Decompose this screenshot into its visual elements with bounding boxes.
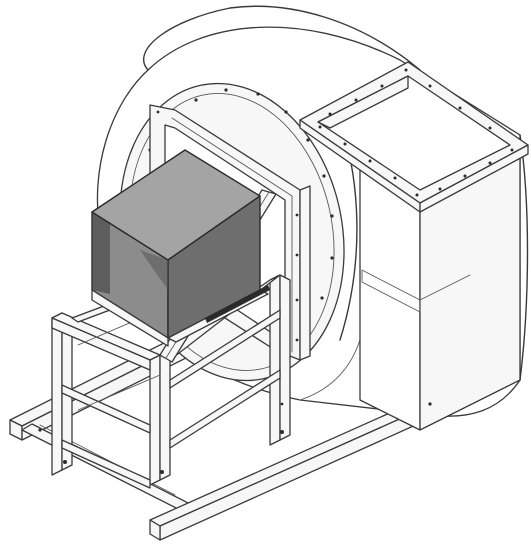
post-rear-side [279, 274, 291, 441]
outlet-groove-side [419, 274, 471, 301]
inlet-box [91, 149, 270, 347]
outlet-flange-edge-side [419, 144, 529, 213]
inlet-frame-line-top [171, 117, 293, 197]
rail-low-right [169, 369, 281, 449]
inlet-frame-bolts [156, 110, 299, 406]
rail-top-left-side [51, 317, 151, 371]
rail-inner-line-2 [77, 374, 161, 411]
outlet-flange-bolts [318, 68, 514, 197]
inlet-box-shade-detail [140, 250, 168, 290]
post-rear-front [269, 274, 281, 446]
foot-pad-bolts [38, 402, 432, 474]
outlet-flange-inner-left [317, 75, 409, 129]
rail-mid-right [169, 309, 281, 389]
inlet-frame-edge [299, 185, 311, 361]
scroll-right-edge [519, 134, 529, 381]
post-front-front [149, 354, 161, 486]
outlet-flange [299, 61, 529, 213]
inlet-box-edge-shade [92, 212, 110, 294]
scroll-back-arc-left [142, 7, 231, 71]
outlet-groove [361, 269, 421, 313]
scroll-back-arc [229, 5, 421, 71]
post-left-front [51, 312, 63, 476]
base-rail-front-long-end [149, 519, 161, 541]
post-front-side [159, 354, 171, 481]
inlet-box-bottom-strip [91, 289, 169, 347]
rail-low-left [61, 439, 151, 489]
inlet-box-bottom-rail [205, 285, 270, 323]
outlet-duct [359, 149, 521, 431]
scroll-bottom-curve [299, 339, 361, 401]
rail-mid-left [61, 384, 151, 434]
